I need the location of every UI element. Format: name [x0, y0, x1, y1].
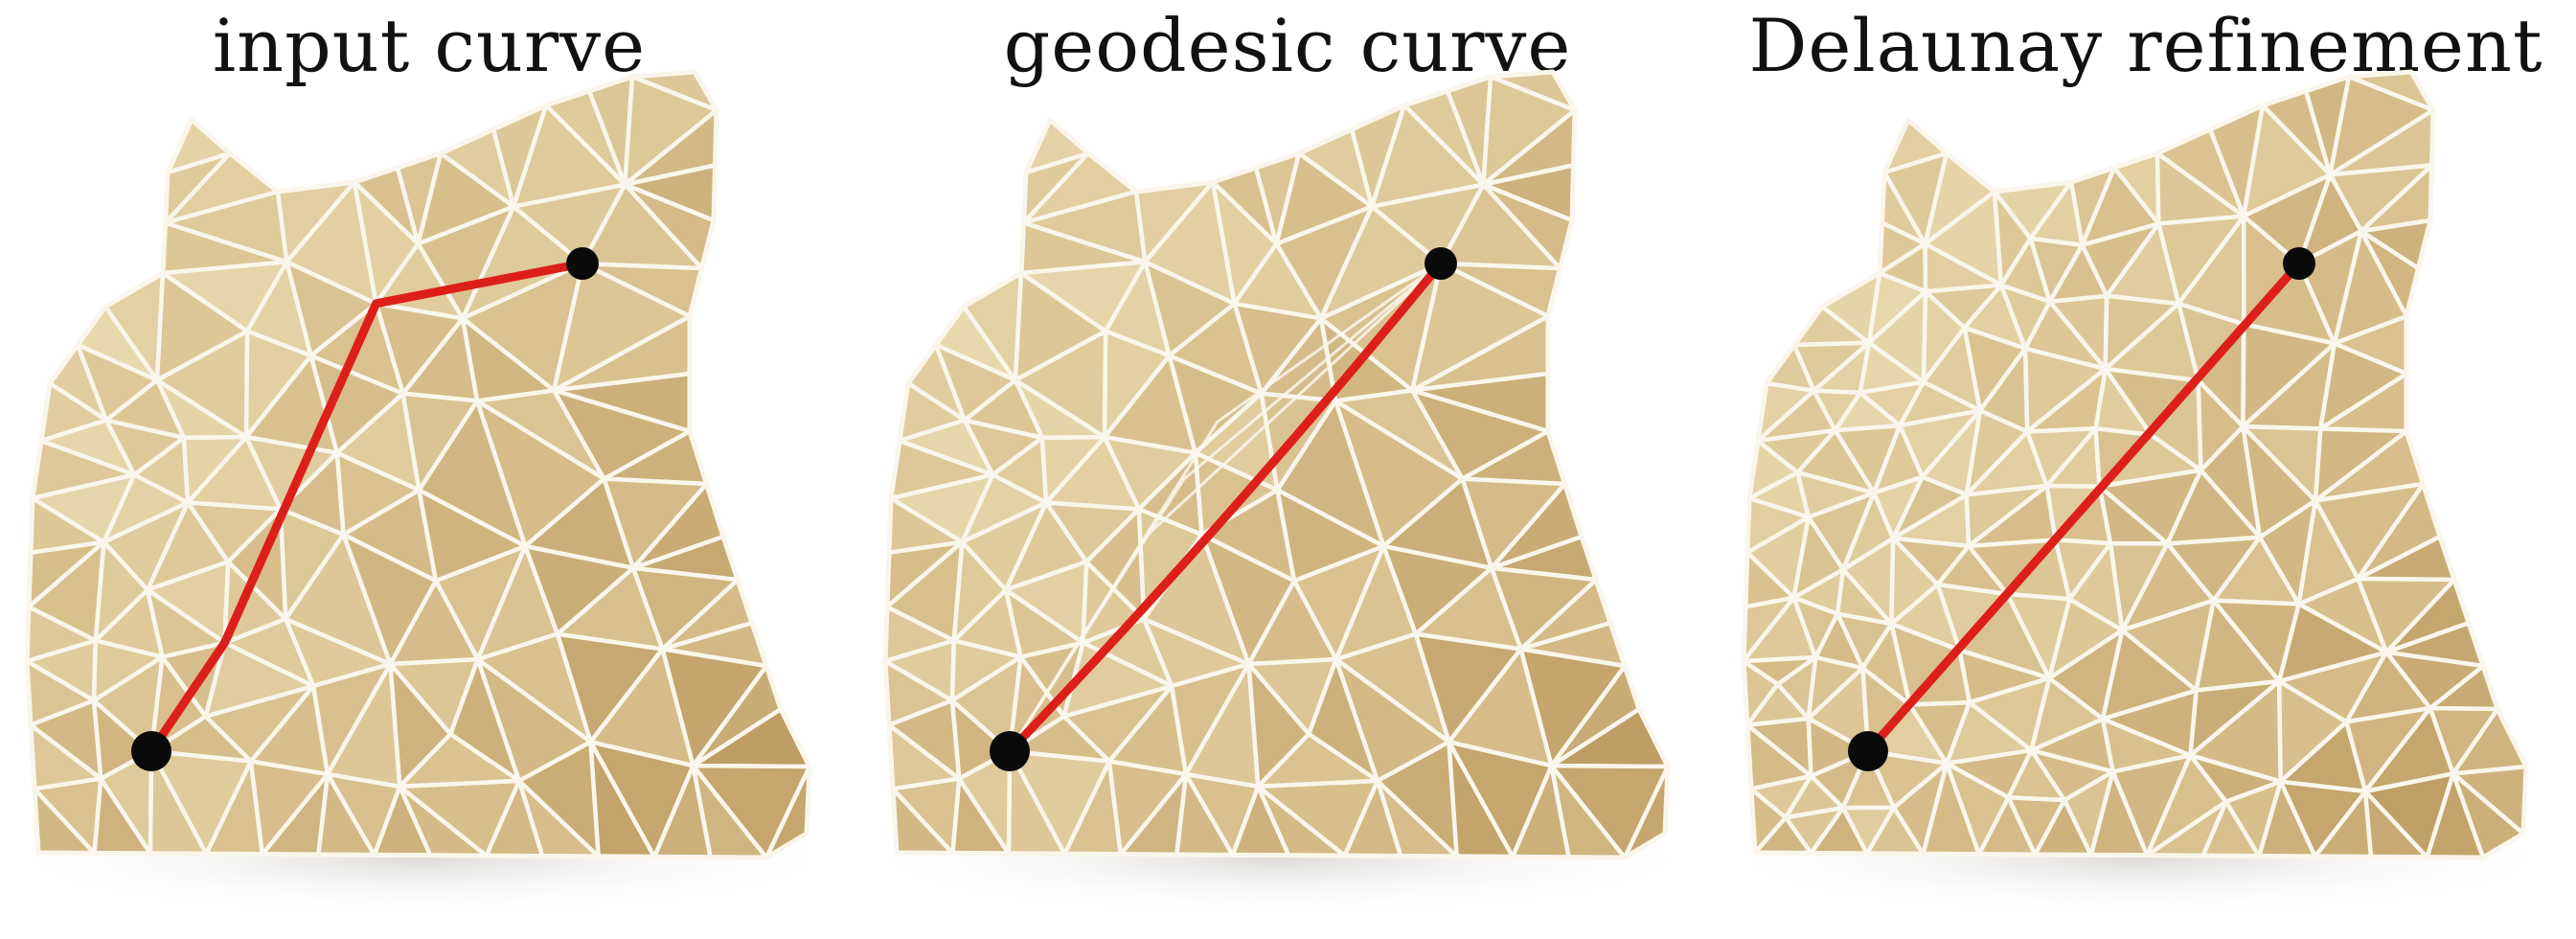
mesh-face	[1783, 773, 1846, 820]
mesh-face	[1167, 301, 1264, 396]
mesh-face	[1806, 716, 1871, 779]
panel-geodesic-curve: geodesic curve	[858, 0, 1717, 939]
mesh-face	[2028, 236, 2085, 305]
mesh-face	[397, 731, 522, 790]
mesh-face	[2296, 498, 2360, 607]
panel-title: input curve	[212, 3, 647, 88]
mesh-face	[1334, 656, 1451, 784]
mesh-outline	[882, 69, 1671, 860]
mesh-face	[522, 543, 636, 636]
mesh-face	[1865, 748, 1949, 811]
mesh-face	[475, 656, 593, 784]
curve-endpoint-icon	[1425, 247, 1457, 280]
mesh-face	[962, 378, 1045, 440]
mesh-face	[1255, 731, 1380, 790]
mesh-figure	[1717, 69, 2560, 915]
mesh-face	[103, 378, 187, 440]
mesh-face	[886, 698, 962, 781]
mesh-face	[588, 647, 695, 768]
curve-endpoint-icon	[2283, 247, 2315, 280]
mesh-face	[2024, 366, 2108, 434]
mesh-face	[890, 776, 962, 856]
mesh-outline	[24, 69, 812, 860]
mesh-face	[2241, 424, 2323, 503]
mesh-face	[2005, 591, 2072, 681]
mesh-face	[28, 698, 103, 781]
mesh-face	[2362, 705, 2455, 794]
mesh-face	[2100, 628, 2199, 721]
panel-title: geodesic curve	[1003, 3, 1572, 88]
curve-endpoint-icon	[1848, 731, 1888, 771]
mesh-face	[325, 661, 402, 790]
mesh-face	[1871, 423, 1925, 495]
mesh-figure	[858, 69, 1701, 915]
curve-endpoint-icon	[131, 731, 171, 771]
mesh-face	[102, 500, 191, 592]
mesh-face	[2241, 322, 2337, 429]
mesh-face	[960, 500, 1049, 592]
curve-endpoint-icon	[990, 731, 1030, 771]
mesh-face	[2006, 747, 2067, 803]
mesh-face	[2276, 602, 2389, 684]
mesh-face	[2188, 753, 2283, 804]
curve-endpoint-icon	[566, 247, 599, 280]
mesh-face	[1380, 543, 1494, 636]
mesh-face	[1858, 379, 1926, 428]
red-curve	[1005, 259, 1446, 756]
mesh-face	[1775, 654, 1818, 721]
mesh-face	[1183, 661, 1261, 790]
cat-head-mesh-icon	[1741, 69, 2529, 860]
mesh-face	[1447, 647, 1554, 768]
cat-head-mesh-icon	[24, 69, 812, 860]
red-curve	[1863, 259, 2304, 756]
red-curve	[147, 259, 587, 756]
mesh-face	[1232, 241, 1324, 321]
panel-delaunay-refinement: Delaunay refinement	[1717, 0, 2575, 939]
mesh-face	[1923, 241, 2004, 294]
fan-edge	[1008, 262, 1443, 752]
mesh-face	[1795, 470, 1877, 519]
mesh-outline	[1741, 69, 2529, 860]
panel-input-curve: input curve	[0, 0, 858, 939]
mesh-face	[2067, 540, 2125, 632]
mesh-face	[1907, 699, 1972, 766]
mesh-figure	[0, 69, 843, 915]
mesh-face	[32, 776, 103, 856]
mesh-face	[1835, 567, 1894, 627]
mesh-face	[400, 391, 480, 492]
mesh-face	[1889, 536, 1940, 627]
